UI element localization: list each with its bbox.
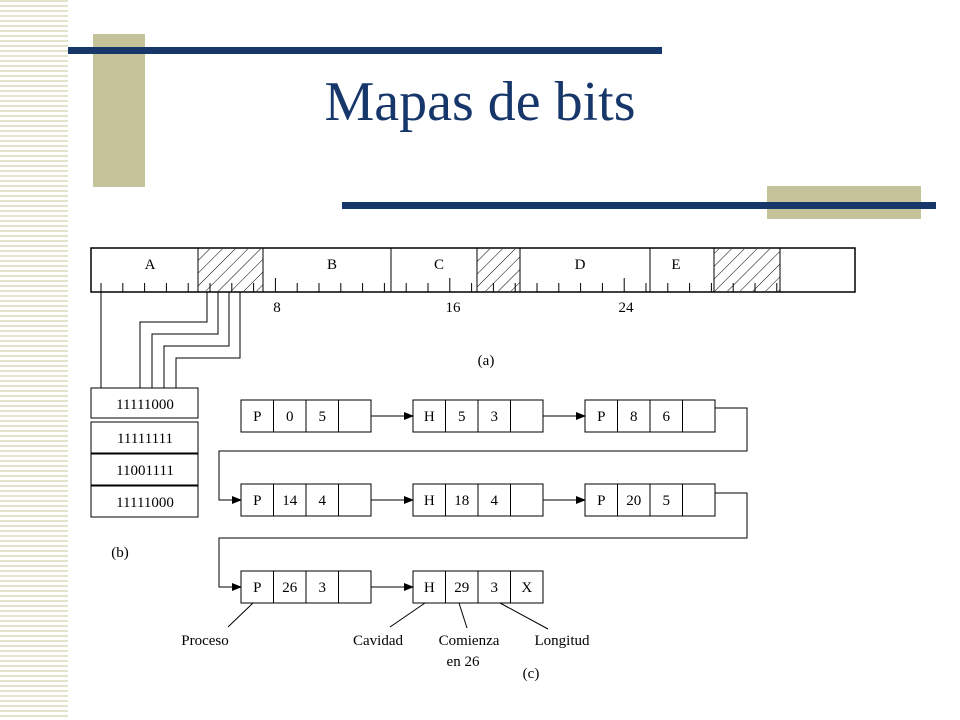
list-node-cell — [682, 483, 716, 517]
list-arrows — [218, 407, 748, 591]
list-node-value: H — [424, 580, 435, 596]
bitmap-row — [90, 485, 199, 518]
segment-label-c: C — [434, 257, 444, 273]
caption-c: (c) — [523, 666, 540, 682]
list-node-value: 29 — [454, 580, 469, 596]
caption-b: (b) — [111, 545, 129, 561]
list-node-value: P — [253, 493, 261, 509]
list-node-value: X — [521, 580, 532, 596]
connector-line — [151, 292, 219, 388]
list-node: P 0 5 — [240, 399, 372, 433]
list-node-value: 5 — [319, 409, 327, 425]
decorative-block-top — [93, 34, 145, 187]
pointer-comienza — [458, 602, 468, 629]
list-node-value: P — [253, 580, 261, 596]
segment-label-a: A — [145, 257, 156, 273]
bitmap-row — [90, 453, 199, 486]
bitmap-row-text: 11111000 — [116, 495, 174, 511]
hole-segment-2 — [477, 249, 520, 291]
list-node-value: H — [424, 409, 435, 425]
hole-segment-3 — [714, 249, 780, 291]
tick-label-24: 24 — [619, 300, 635, 316]
list-node-value: 5 — [458, 409, 466, 425]
list-node-value: 5 — [663, 493, 671, 509]
list-node-value: 3 — [491, 409, 499, 425]
list-node-value: P — [597, 493, 605, 509]
segment-label-b: B — [327, 257, 337, 273]
bitmap-row-text: 11001111 — [116, 463, 174, 479]
bitmap-row — [90, 387, 199, 419]
list-node: P 14 4 — [240, 483, 372, 517]
annotation-comienza-2: en 26 — [447, 654, 480, 670]
annotation-pointers — [227, 602, 549, 630]
annotation-comienza: Comienza — [439, 633, 500, 649]
list-node-cell — [338, 399, 372, 433]
list-node-value: P — [597, 409, 605, 425]
list-node-cell — [682, 399, 716, 433]
list-node-cell — [338, 483, 372, 517]
tick-label-16: 16 — [446, 300, 462, 316]
bitmap-connectors — [100, 292, 241, 388]
list-node-cell — [510, 399, 544, 433]
list-node-value: H — [424, 493, 435, 509]
list-node-value: 4 — [491, 493, 499, 509]
list-node: H 29 3 X — [412, 570, 544, 604]
caption-a: (a) — [478, 353, 495, 369]
slide-title: Mapas de bits — [324, 71, 636, 133]
list-node-value: 6 — [663, 409, 671, 425]
list-node: P 20 5 — [584, 483, 716, 517]
list-node: P 26 3 — [240, 570, 372, 604]
decorative-bar-right — [342, 202, 936, 209]
tick-label-8: 8 — [273, 300, 281, 316]
segment-label-e: E — [671, 257, 680, 273]
bitmap-table: 11111000 11111111 11001111 11111000 — [90, 387, 199, 518]
memory-strip: A B C D E 8 16 24 — [90, 247, 856, 316]
pointer-longitud — [499, 602, 549, 630]
connector-line — [163, 292, 230, 388]
list-node-cell — [338, 570, 372, 604]
list-node-value: 20 — [626, 493, 641, 509]
left-stripe-decoration — [0, 0, 68, 720]
list-node-value: 3 — [491, 580, 499, 596]
list-node-value: 4 — [319, 493, 327, 509]
bitmap-row — [90, 421, 199, 454]
decorative-bar-top — [68, 47, 662, 54]
list-node-cell — [510, 483, 544, 517]
pointer-proceso — [227, 602, 254, 628]
annotation-proceso: Proceso — [181, 633, 229, 649]
list-node-cell — [510, 570, 544, 604]
list-node: H 5 3 — [412, 399, 544, 433]
list-node-value: 3 — [319, 580, 327, 596]
list-node-value: 14 — [282, 493, 298, 509]
annotation-cavidad: Cavidad — [353, 633, 403, 649]
memory-strip-border — [90, 247, 856, 293]
list-node-value: 26 — [282, 580, 298, 596]
list-node: H 18 4 — [412, 483, 544, 517]
hole-segment-1 — [198, 249, 263, 291]
bitmap-row-text: 11111000 — [116, 397, 174, 413]
list-node-value: 18 — [454, 493, 469, 509]
list-node: P 8 6 — [584, 399, 716, 433]
bitmap-row-text: 11111111 — [117, 431, 173, 447]
list-node-value: 0 — [286, 409, 294, 425]
list-arrow-wrap — [218, 407, 748, 504]
tick-marks — [100, 278, 778, 292]
segment-label-d: D — [575, 257, 586, 273]
list-node-value: P — [253, 409, 261, 425]
annotation-longitud: Longitud — [535, 633, 590, 649]
connector-line — [175, 292, 241, 388]
pointer-cavidad — [389, 602, 426, 628]
list-node-value: 8 — [630, 409, 638, 425]
connector-line — [139, 292, 208, 388]
list-arrow-wrap — [218, 492, 748, 591]
